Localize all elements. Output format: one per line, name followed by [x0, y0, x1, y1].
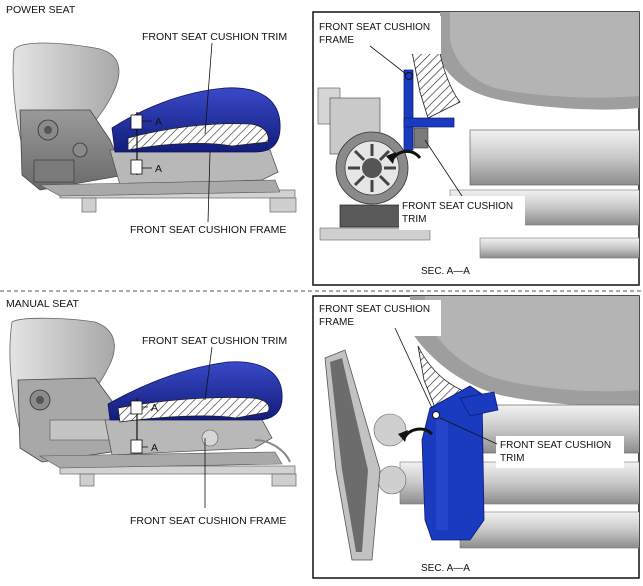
manual-detail-frame-label-line2: FRAME — [319, 317, 354, 328]
power-seat-section: POWER SEAT — [6, 4, 640, 286]
power-seat-title: POWER SEAT — [6, 4, 76, 16]
power-frame-label: FRONT SEAT CUSHION FRAME — [130, 224, 286, 236]
manual-detail-trim-label-line2: TRIM — [500, 453, 524, 464]
power-seat-illustration: A A — [12, 42, 297, 213]
power-detail-frame-label-line2: FRAME — [319, 35, 354, 46]
manual-seat-section: MANUAL SEAT — [6, 295, 640, 579]
manual-detail-trim-label-line1: FRONT SEAT CUSHION — [500, 440, 611, 451]
power-detail-box: FRONT SEAT CUSHION FRAME FRONT SEAT CUSH… — [312, 11, 640, 286]
manual-frame-label: FRONT SEAT CUSHION FRAME — [130, 515, 286, 527]
power-section-mark-bottom: A — [155, 163, 162, 175]
power-detail-frame-label-line1: FRONT SEAT CUSHION — [319, 22, 430, 33]
manual-section-mark-top: A — [151, 402, 158, 414]
power-section-hatch — [127, 123, 269, 151]
manual-seat-title: MANUAL SEAT — [6, 298, 80, 310]
power-section-mark-top: A — [155, 116, 162, 128]
manual-section-mark-bottom: A — [151, 442, 158, 454]
manual-seat-illustration: A A — [9, 317, 297, 487]
manual-detail-caption: SEC. A—A — [421, 563, 470, 574]
power-detail-trim-label-line2: TRIM — [402, 214, 426, 225]
manual-detail-frame-label-line1: FRONT SEAT CUSHION — [319, 304, 430, 315]
manual-trim-label: FRONT SEAT CUSHION TRIM — [142, 335, 287, 347]
power-detail-caption: SEC. A—A — [421, 266, 470, 277]
manual-detail-box: FRONT SEAT CUSHION FRAME FRONT SEAT CUSH… — [312, 295, 640, 579]
power-trim-label: FRONT SEAT CUSHION TRIM — [142, 31, 287, 43]
manual-section-hatch — [117, 397, 270, 423]
power-detail-trim-label-line1: FRONT SEAT CUSHION — [402, 201, 513, 212]
